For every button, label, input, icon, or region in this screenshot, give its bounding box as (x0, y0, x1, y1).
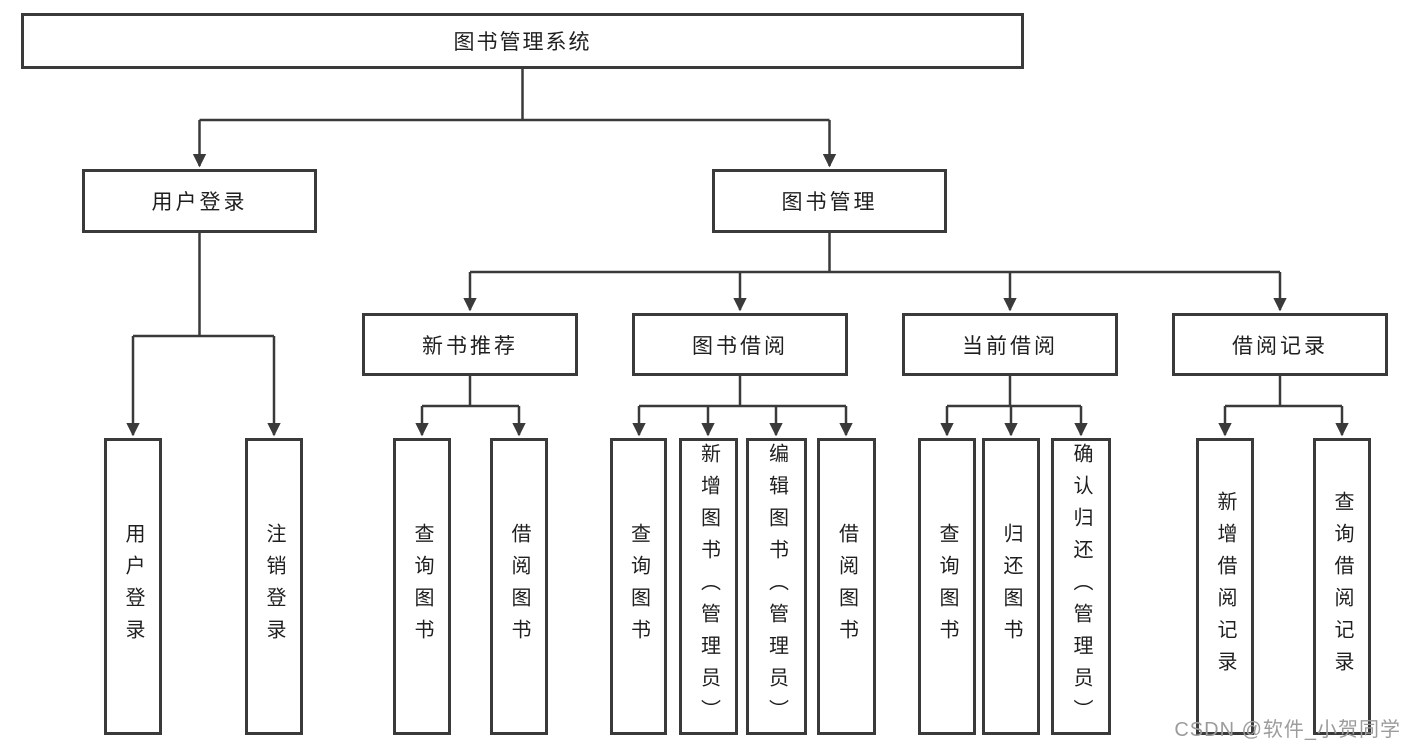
leaf-logout: 注销登录 (245, 438, 303, 735)
node-current-borrow: 当前借阅 (902, 313, 1118, 376)
leaf-borrow-query-books: 查询图书 (610, 438, 667, 735)
leaf-current-return-books: 归还图书 (982, 438, 1040, 735)
leaf-newbook-borrow-books: 借阅图书 (490, 438, 548, 735)
leaf-user-login: 用户登录 (104, 438, 162, 735)
node-book-borrow: 图书借阅 (632, 313, 848, 376)
connector-new-book-module (415, 376, 526, 437)
leaf-borrow-add-books-admin: 新增图书（管理员） (679, 438, 738, 735)
connector-root-to-branches (192, 69, 837, 168)
node-user-login-branch: 用户登录 (82, 169, 317, 233)
node-system-root: 图书管理系统 (21, 13, 1024, 69)
connector-current-borrow-module (940, 376, 1088, 437)
connector-book-management-to-modules (463, 233, 1287, 312)
csdn-watermark: CSDN @软件_小贺同学 (1174, 719, 1401, 741)
leaf-current-query-books: 查询图书 (918, 438, 976, 735)
connector-user-login-branch (126, 233, 281, 437)
leaf-borrow-borrow-books: 借阅图书 (817, 438, 876, 735)
node-book-management-branch: 图书管理 (712, 169, 947, 233)
leaf-records-add-record: 新增借阅记录 (1196, 438, 1254, 735)
connector-book-borrow-module (632, 376, 853, 437)
leaf-records-query-record: 查询借阅记录 (1313, 438, 1371, 735)
leaf-current-confirm-return-admin: 确认归还（管理员） (1051, 438, 1111, 735)
connector-borrow-records-module (1218, 376, 1349, 437)
node-new-book-recommend: 新书推荐 (362, 313, 578, 376)
node-borrow-records: 借阅记录 (1172, 313, 1388, 376)
leaf-borrow-edit-books-admin: 编辑图书（管理员） (746, 438, 807, 735)
leaf-newbook-query-books: 查询图书 (393, 438, 451, 735)
